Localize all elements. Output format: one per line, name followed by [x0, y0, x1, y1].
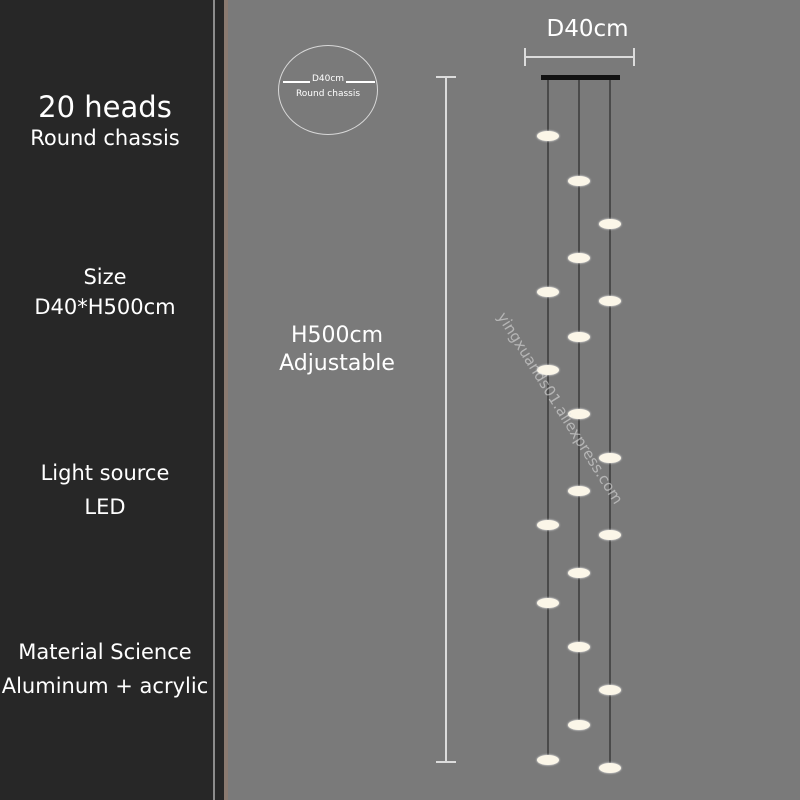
- spec-panel: [0, 0, 225, 800]
- light-head: [599, 296, 621, 306]
- chassis-circle-icon: [278, 45, 378, 135]
- height-label: H500cm Adjustable: [262, 322, 412, 378]
- light-head: [537, 287, 559, 297]
- chassis-type: Round chassis: [30, 126, 180, 150]
- light-head: [599, 763, 621, 773]
- height-dimension-line: [445, 77, 447, 763]
- material-label: Material Science: [18, 640, 192, 664]
- divider: [213, 0, 215, 800]
- light-head: [568, 176, 590, 186]
- material-value: Aluminum + acrylic: [1, 674, 209, 698]
- width-label: D40cm: [546, 16, 629, 42]
- light-label: Light source: [40, 461, 170, 485]
- light-head: [568, 332, 590, 342]
- light-head: [537, 365, 559, 375]
- light-value: LED: [84, 495, 126, 519]
- pendant-wire: [547, 80, 549, 760]
- width-dimension-line: [525, 56, 635, 58]
- light-head: [537, 131, 559, 141]
- light-head: [599, 685, 621, 695]
- size-value: D40*H500cm: [34, 295, 176, 319]
- heads-count: 20 heads: [38, 90, 172, 124]
- width-cap-left: [524, 48, 526, 66]
- light-head: [537, 755, 559, 765]
- height-note: Adjustable: [279, 351, 395, 376]
- pendant-wire: [578, 80, 580, 725]
- light-head: [568, 568, 590, 578]
- light-head: [599, 530, 621, 540]
- width-cap-right: [633, 48, 635, 66]
- light-head: [568, 409, 590, 419]
- size-label: Size: [83, 265, 127, 289]
- light-head: [599, 219, 621, 229]
- light-head: [537, 598, 559, 608]
- pendant-wire: [609, 80, 611, 768]
- height-cap-bottom: [436, 761, 456, 763]
- height-value: H500cm: [290, 323, 384, 348]
- ceiling-canopy: [541, 75, 620, 80]
- circle-caption: Round chassis: [295, 89, 361, 99]
- light-head: [568, 720, 590, 730]
- panel-edge: [224, 0, 228, 800]
- light-head: [568, 486, 590, 496]
- circle-diameter-label: D40cm: [309, 74, 347, 84]
- light-head: [568, 642, 590, 652]
- light-head: [568, 253, 590, 263]
- height-cap-top: [436, 76, 456, 78]
- light-head: [537, 520, 559, 530]
- light-head: [599, 453, 621, 463]
- watermark: yingxuands01.aliexpress.com: [493, 308, 627, 508]
